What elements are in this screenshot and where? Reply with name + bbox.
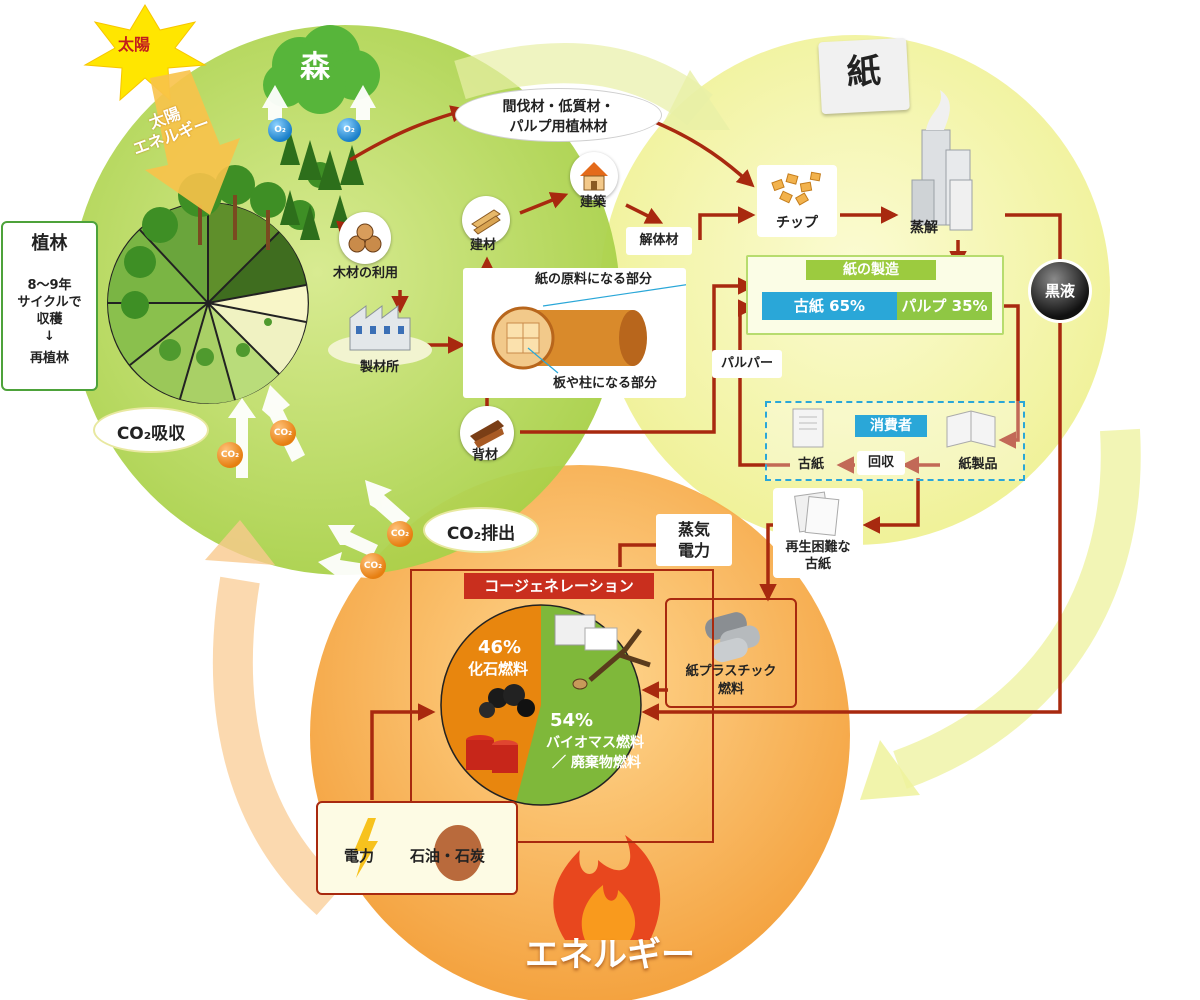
co2-bubble: CO₂ xyxy=(270,420,296,446)
external-inputs-box: 電力 石油・石炭 xyxy=(316,801,518,895)
log-illustration-box: 紙の原料になる部分 板や柱になる部分 xyxy=(463,268,699,398)
fossil-pct: 46% xyxy=(478,637,522,658)
paper-title-tag: 紙 xyxy=(818,37,910,115)
paper-label: 紙 xyxy=(845,51,882,93)
consumer-title: 消費者 xyxy=(855,415,927,437)
house-shape xyxy=(580,162,608,191)
papermaking-box: 紙の製造 古紙 65% パルプ 35% xyxy=(746,255,1004,335)
log-cross-section-icon xyxy=(491,282,699,374)
sawmill-label: 製材所 xyxy=(360,360,400,375)
plantation-line3: 収穫 xyxy=(36,312,63,327)
planks-icon xyxy=(471,209,501,235)
biomass-waste-icon xyxy=(554,614,651,690)
cogeneration-box: コージェネレーション xyxy=(410,569,714,843)
coal-drums-icon xyxy=(466,684,535,773)
wood-use-label: 木材の利用 xyxy=(333,266,399,281)
sun-star xyxy=(83,4,207,102)
slab-wood-icon xyxy=(470,420,504,448)
rpf-pellets-icon xyxy=(705,612,760,663)
co2-bubble: CO₂ xyxy=(387,521,413,547)
lightning-icon xyxy=(354,818,378,878)
lumber-icon xyxy=(462,196,510,244)
biomass-pct: 54% xyxy=(550,710,594,731)
wood-chips-icon xyxy=(771,171,822,206)
crumpled-paper-icon xyxy=(794,491,840,537)
plantation-arrow: ↓ xyxy=(44,329,55,344)
cogeneration-title: コージェネレーション xyxy=(464,573,654,599)
building-material-label: 建材 xyxy=(470,238,497,253)
co2-bubble: CO₂ xyxy=(217,442,243,468)
inputs-icons xyxy=(354,818,482,881)
oil-drop-icon xyxy=(434,825,482,881)
sun-label: 太陽 xyxy=(118,35,151,54)
black-liquor-label: 黒液 xyxy=(1044,282,1075,300)
plantation-title: 植林 xyxy=(31,233,68,254)
black-liquor-drop: 黒液 xyxy=(1031,262,1089,320)
oil-coal-label: 石油・石炭 xyxy=(410,847,486,865)
logs-icon xyxy=(348,223,382,253)
energy-label: エネルギー xyxy=(525,935,695,975)
demolition-tag: 解体材 xyxy=(626,227,692,255)
pulper-tag: パルパー xyxy=(712,350,782,378)
fossil-label: 化石燃料 xyxy=(468,660,529,678)
o2-bubble: O₂ xyxy=(337,118,361,142)
hard-to-recycle-box: 再生困難な 古紙 xyxy=(773,488,863,578)
rpf-box: 紙プラスチック 燃料 xyxy=(665,598,797,708)
slab-icon xyxy=(460,406,514,460)
thinning-wood-label: 間伐材・低質材・ パルプ用植林材 xyxy=(455,88,662,142)
solar-energy-arrow xyxy=(145,70,240,215)
co2-bubble: CO₂ xyxy=(360,553,386,579)
log-top-label: 紙の原料になる部分 xyxy=(535,272,653,287)
electricity-label: 電力 xyxy=(344,847,375,865)
o2-bubble: O₂ xyxy=(268,118,292,142)
paper-products-tag: 紙製品 xyxy=(958,457,998,472)
steam-power-tag: 蒸気 電力 xyxy=(656,514,732,566)
forest-cloud xyxy=(263,25,380,114)
wood-logs-icon xyxy=(339,212,391,264)
construction-label: 建築 xyxy=(580,195,607,210)
chips-label: チップ xyxy=(776,215,818,231)
co2-absorb-label: CO₂吸収 xyxy=(93,407,209,453)
consumer-icons xyxy=(792,408,996,448)
old-paper-tag: 古紙 xyxy=(797,457,824,472)
pulp-bar: パルプ 35% xyxy=(897,292,992,320)
biomass-line2: ／ 廃棄物燃料 xyxy=(552,755,641,771)
chips-box: チップ xyxy=(757,165,837,237)
paper-mill-icon xyxy=(911,90,973,231)
sawmill-icon xyxy=(328,305,432,366)
plantation-line4: 再植林 xyxy=(29,351,69,366)
co2-emit-label: CO₂排出 xyxy=(423,507,539,553)
slab-label: 背材 xyxy=(472,448,499,463)
forest-label: 森 xyxy=(300,50,330,85)
biomass-line1: バイオマス燃料 xyxy=(546,735,644,751)
papermaking-title: 紙の製造 xyxy=(806,260,936,280)
document-icon xyxy=(792,408,824,448)
plantation-box: 植林 8～9年 サイクルで 収穫 ↓ 再植林 xyxy=(1,221,98,391)
book-icon xyxy=(946,410,996,448)
collection-tag: 回収 xyxy=(857,451,905,475)
cooking-label: 蒸解 xyxy=(910,220,938,236)
house-icon xyxy=(570,152,618,200)
flame-icon xyxy=(553,835,661,940)
recycled-paper-bar: 古紙 65% xyxy=(762,292,897,320)
plantation-line1: 8～9年 xyxy=(27,278,72,293)
consumer-box: 消費者 古紙 回収 紙製品 xyxy=(765,401,1025,481)
log-bottom-label: 板や柱になる部分 xyxy=(553,376,658,391)
plantation-line2: サイクルで xyxy=(17,295,82,310)
